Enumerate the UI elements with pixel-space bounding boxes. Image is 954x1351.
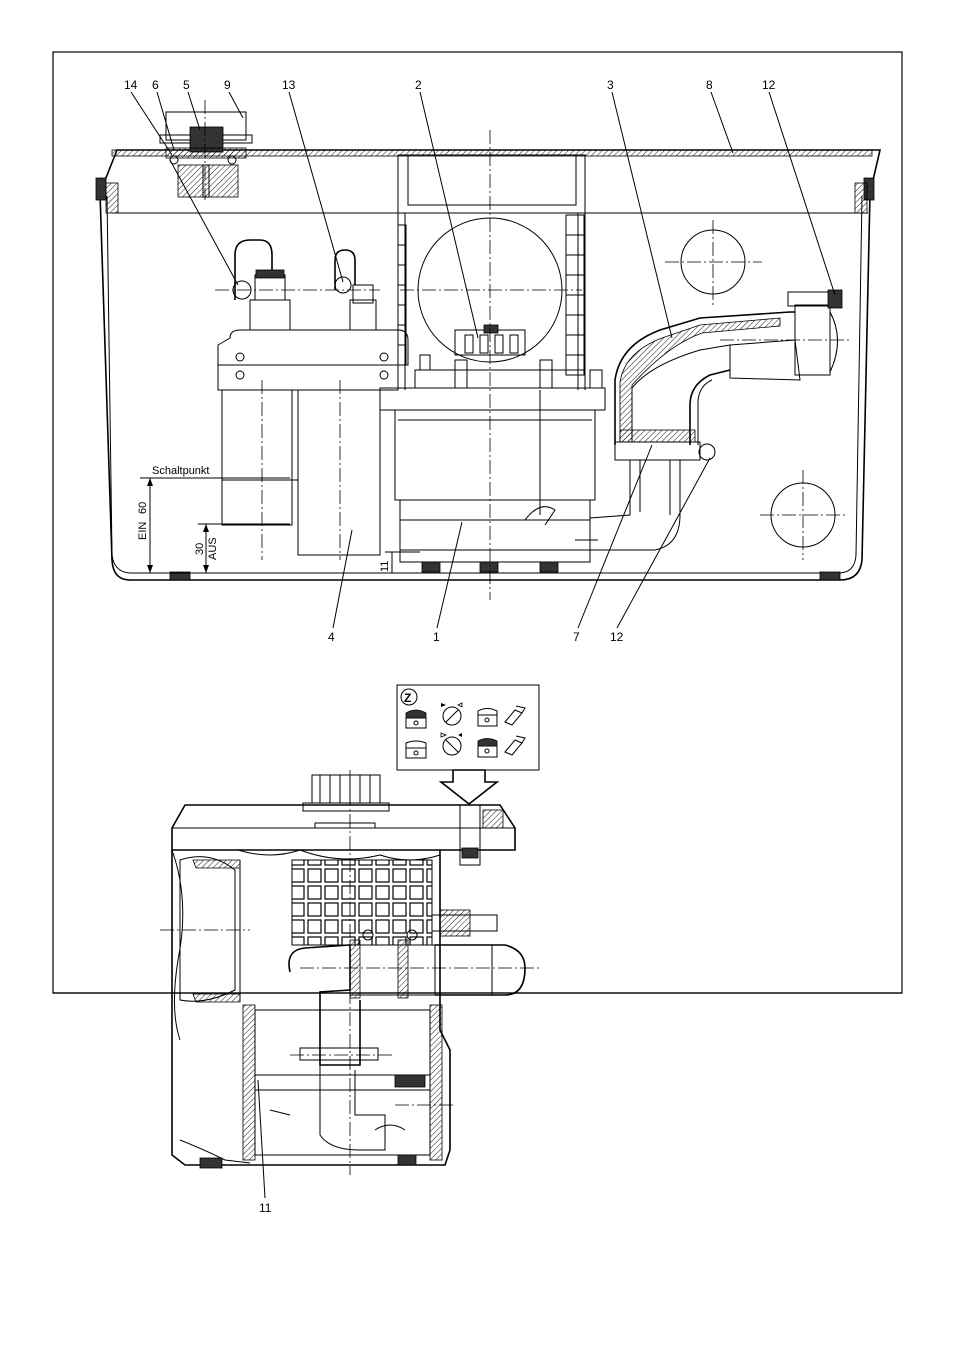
- dim-aus-value: 30: [194, 543, 206, 555]
- callout-1: 1: [433, 630, 440, 644]
- inset-z: Z: [397, 685, 539, 770]
- callout-12-top: 12: [762, 78, 776, 92]
- rib-right: [566, 215, 584, 375]
- hook-13: [335, 250, 355, 290]
- section-view: 14 6 5 9 13 2 3 8 12 4 1 7 12 Schaltpunk…: [96, 78, 880, 644]
- inset-badge: Z: [404, 691, 411, 705]
- callout-13: 13: [282, 78, 296, 92]
- dim-gap: 11: [379, 561, 391, 572]
- step-row-2: [406, 733, 525, 758]
- callout-5: 5: [183, 78, 190, 92]
- callout-9: 9: [224, 78, 231, 92]
- float-switch: [218, 240, 408, 555]
- step-row-1: [406, 703, 525, 728]
- discharge-pipe: [575, 290, 842, 550]
- dim-ein: EIN: [137, 522, 149, 540]
- dim-schaltpunkt: Schaltpunkt: [152, 465, 209, 477]
- callout-12-bottom: 12: [610, 630, 624, 644]
- callout-11: 11: [259, 1201, 272, 1215]
- callout-6: 6: [152, 78, 159, 92]
- motor-housing: [380, 355, 605, 572]
- callout-8: 8: [706, 78, 713, 92]
- callout-2: 2: [415, 78, 422, 92]
- filler-cap: [160, 112, 252, 197]
- direction-arrow: [441, 770, 497, 804]
- callout-14: 14: [124, 78, 138, 92]
- strainer-basket: [292, 860, 432, 945]
- dim-aus: AUS: [207, 537, 219, 560]
- dim-ein-value: 60: [137, 502, 149, 514]
- callout-7: 7: [573, 630, 580, 644]
- callout-4: 4: [328, 630, 335, 644]
- callout-3: 3: [607, 78, 614, 92]
